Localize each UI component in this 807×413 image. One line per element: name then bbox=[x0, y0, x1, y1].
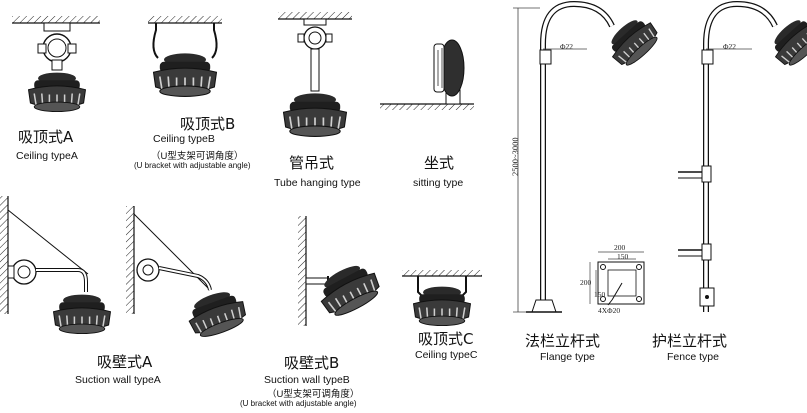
plate-height-outer: 200 bbox=[580, 278, 592, 287]
suction-wall-a2-drawing bbox=[126, 206, 251, 343]
ceiling-a-en-label: Ceiling typeA bbox=[16, 150, 78, 162]
pipe-diameter-1: Φ22 bbox=[560, 42, 573, 51]
ceiling-c-cn-label: 吸顶式C bbox=[418, 330, 474, 348]
tube-cn-label: 管吊式 bbox=[289, 154, 335, 172]
plate-width-outer: 200 bbox=[614, 243, 626, 252]
tube-hanging-drawing bbox=[278, 12, 352, 138]
fence-cn-label: 护栏立杆式 bbox=[652, 332, 728, 350]
fence-pole-drawing bbox=[678, 0, 807, 312]
ceiling-type-a-drawing bbox=[12, 16, 100, 113]
suction-b-note-en: (U bracket with adjustable angle) bbox=[240, 399, 357, 408]
suction-b-note-cn: （U型支架可调角度） bbox=[267, 389, 360, 400]
flange-pole-drawing bbox=[513, 0, 665, 313]
ceiling-type-c-drawing bbox=[402, 270, 482, 327]
ceiling-b-en-label: Ceiling typeB bbox=[153, 133, 215, 145]
ceiling-c-en-label: Ceiling typeC bbox=[415, 349, 478, 361]
ceiling-type-b-drawing bbox=[148, 16, 222, 98]
plate-width-inner: 150 bbox=[617, 252, 629, 261]
suction-a-cn-label: 吸壁式A bbox=[97, 353, 153, 371]
ceiling-b-note-en: (U bracket with adjustable angle) bbox=[134, 161, 251, 170]
sitting-cn-label: 坐式 bbox=[424, 154, 455, 172]
flange-en-label: Flange type bbox=[540, 351, 595, 363]
suction-wall-b-drawing bbox=[298, 216, 386, 326]
plate-height-inner: 150 bbox=[594, 290, 606, 299]
fence-en-label: Fence type bbox=[667, 351, 719, 363]
sitting-drawing bbox=[380, 39, 474, 110]
pipe-diameter-2: Φ22 bbox=[723, 42, 736, 51]
bolt-spec: 4XΦ20 bbox=[598, 306, 621, 315]
suction-b-cn-label: 吸壁式B bbox=[284, 354, 340, 372]
suction-b-en-label: Suction wall typeB bbox=[264, 374, 350, 386]
ceiling-b-note-cn: （U型支架可调角度） bbox=[151, 151, 244, 162]
pole-height-dimension: 2500~3000 bbox=[510, 137, 520, 176]
sitting-en-label: sitting type bbox=[413, 177, 464, 189]
tube-en-label: Tube hanging type bbox=[274, 177, 361, 189]
suction-a-en-label: Suction wall typeA bbox=[75, 374, 161, 386]
suction-wall-a-drawing bbox=[0, 196, 112, 335]
ceiling-b-cn-label: 吸顶式B bbox=[180, 115, 236, 133]
ceiling-a-cn-label: 吸顶式A bbox=[18, 128, 74, 146]
flange-cn-label: 法栏立杆式 bbox=[525, 332, 601, 350]
